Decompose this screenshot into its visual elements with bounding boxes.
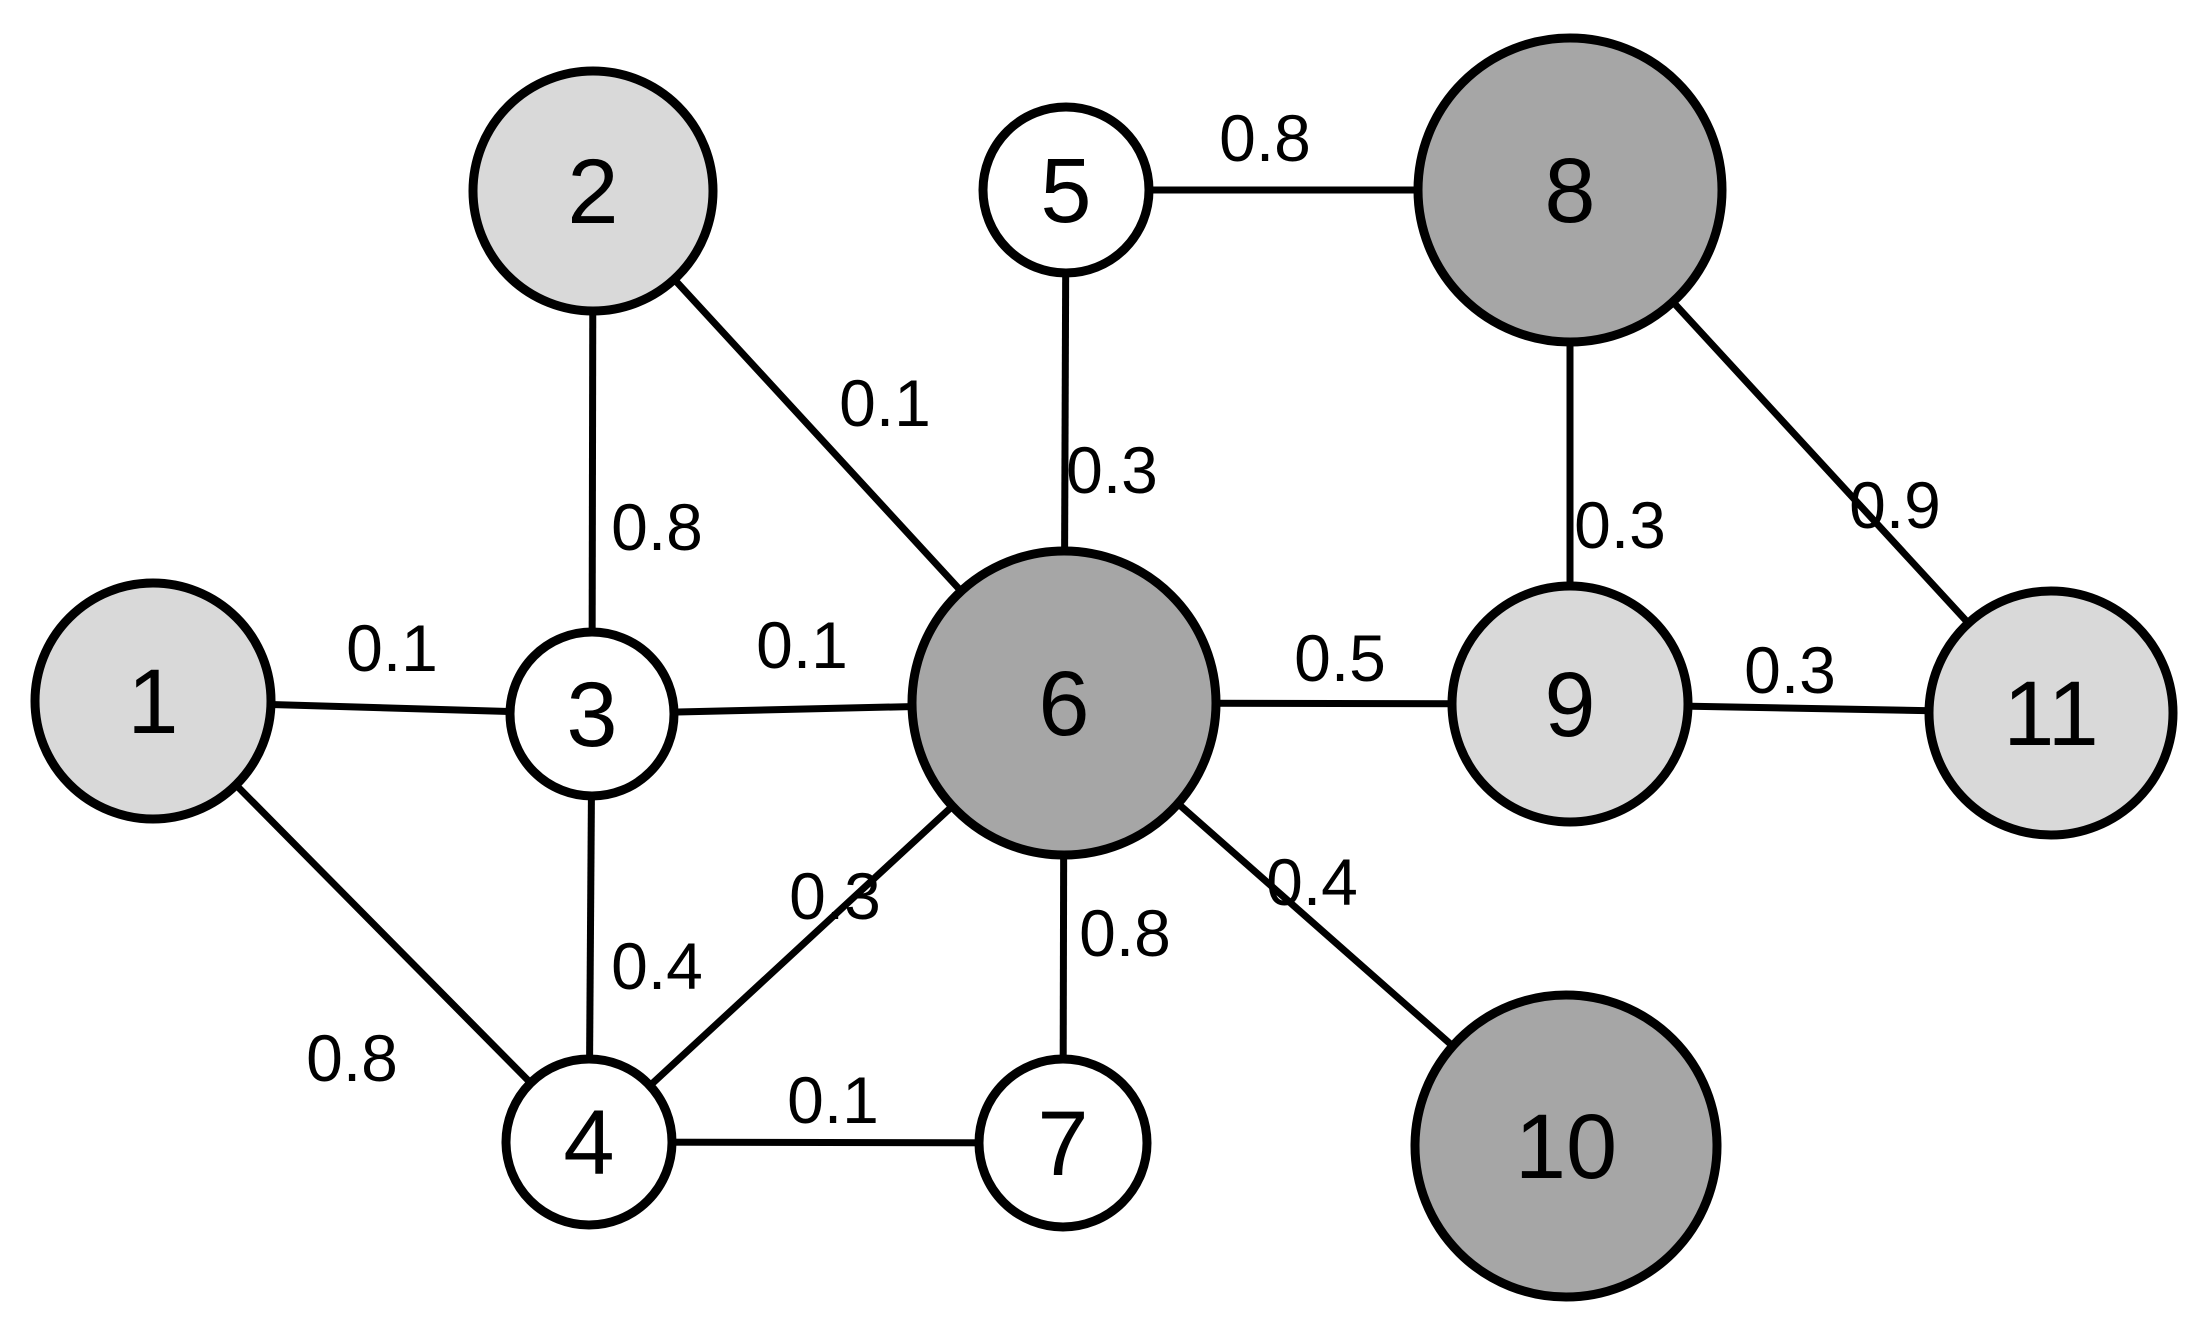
edge-weight-label: 0.1 <box>756 608 848 682</box>
node-5: 5 <box>978 102 1154 278</box>
node-8-circle <box>1413 33 1727 347</box>
edge-weight-label: 0.5 <box>1294 621 1386 695</box>
node-5-circle <box>978 102 1154 278</box>
node-11-label: 11 <box>2003 663 2099 765</box>
node-9-label: 9 <box>1544 654 1595 756</box>
node-10: 10 <box>1410 990 1722 1302</box>
edge-weight-label: 0.4 <box>1266 845 1358 919</box>
edge-weight-label: 0.1 <box>346 611 438 685</box>
node-4-label: 4 <box>563 1092 614 1194</box>
node-3-circle <box>505 627 679 801</box>
node-6: 6 <box>907 546 1221 860</box>
node-9-circle <box>1447 581 1693 827</box>
node-6-label: 6 <box>1038 653 1089 755</box>
node-7: 7 <box>974 1054 1152 1232</box>
node-3: 3 <box>505 627 679 801</box>
node-4: 4 <box>501 1054 677 1230</box>
node-11-circle <box>1924 586 2178 840</box>
edge-weight-label: 0.8 <box>1219 101 1311 175</box>
node-8: 8 <box>1413 33 1727 347</box>
node-1: 1 <box>30 578 276 824</box>
node-2: 2 <box>468 66 718 316</box>
node-10-label: 10 <box>1515 1096 1617 1198</box>
edge-weight-label: 0.1 <box>839 366 931 440</box>
node-2-label: 2 <box>567 141 618 243</box>
node-8-label: 8 <box>1544 140 1595 242</box>
edge-weight-label: 0.1 <box>787 1063 879 1137</box>
node-9: 9 <box>1447 581 1693 827</box>
node-7-circle <box>974 1054 1152 1232</box>
edge-weight-label: 0.3 <box>1574 488 1666 562</box>
node-2-circle <box>468 66 718 316</box>
edge-weight-label: 0.3 <box>1744 633 1836 707</box>
edge-weight-label: 0.8 <box>306 1021 398 1095</box>
node-3-label: 3 <box>566 664 617 766</box>
edge-weight-label: 0.8 <box>1079 896 1171 970</box>
node-6-circle <box>907 546 1221 860</box>
edge-weight-label: 0.3 <box>789 859 881 933</box>
node-1-label: 1 <box>127 651 178 753</box>
node-5-label: 5 <box>1040 140 1091 242</box>
edge-weight-label: 0.4 <box>611 929 703 1003</box>
node-1-circle <box>30 578 276 824</box>
edge-weight-label: 0.8 <box>611 490 703 564</box>
node-7-label: 7 <box>1037 1093 1088 1195</box>
edge-weight-label: 0.9 <box>1849 468 1941 542</box>
node-10-circle <box>1410 990 1722 1302</box>
node-11: 11 <box>1924 586 2178 840</box>
edge-2-3: 0.8 <box>588 190 703 715</box>
edge-weight-label: 0.3 <box>1066 433 1158 507</box>
node-4-circle <box>501 1054 677 1230</box>
